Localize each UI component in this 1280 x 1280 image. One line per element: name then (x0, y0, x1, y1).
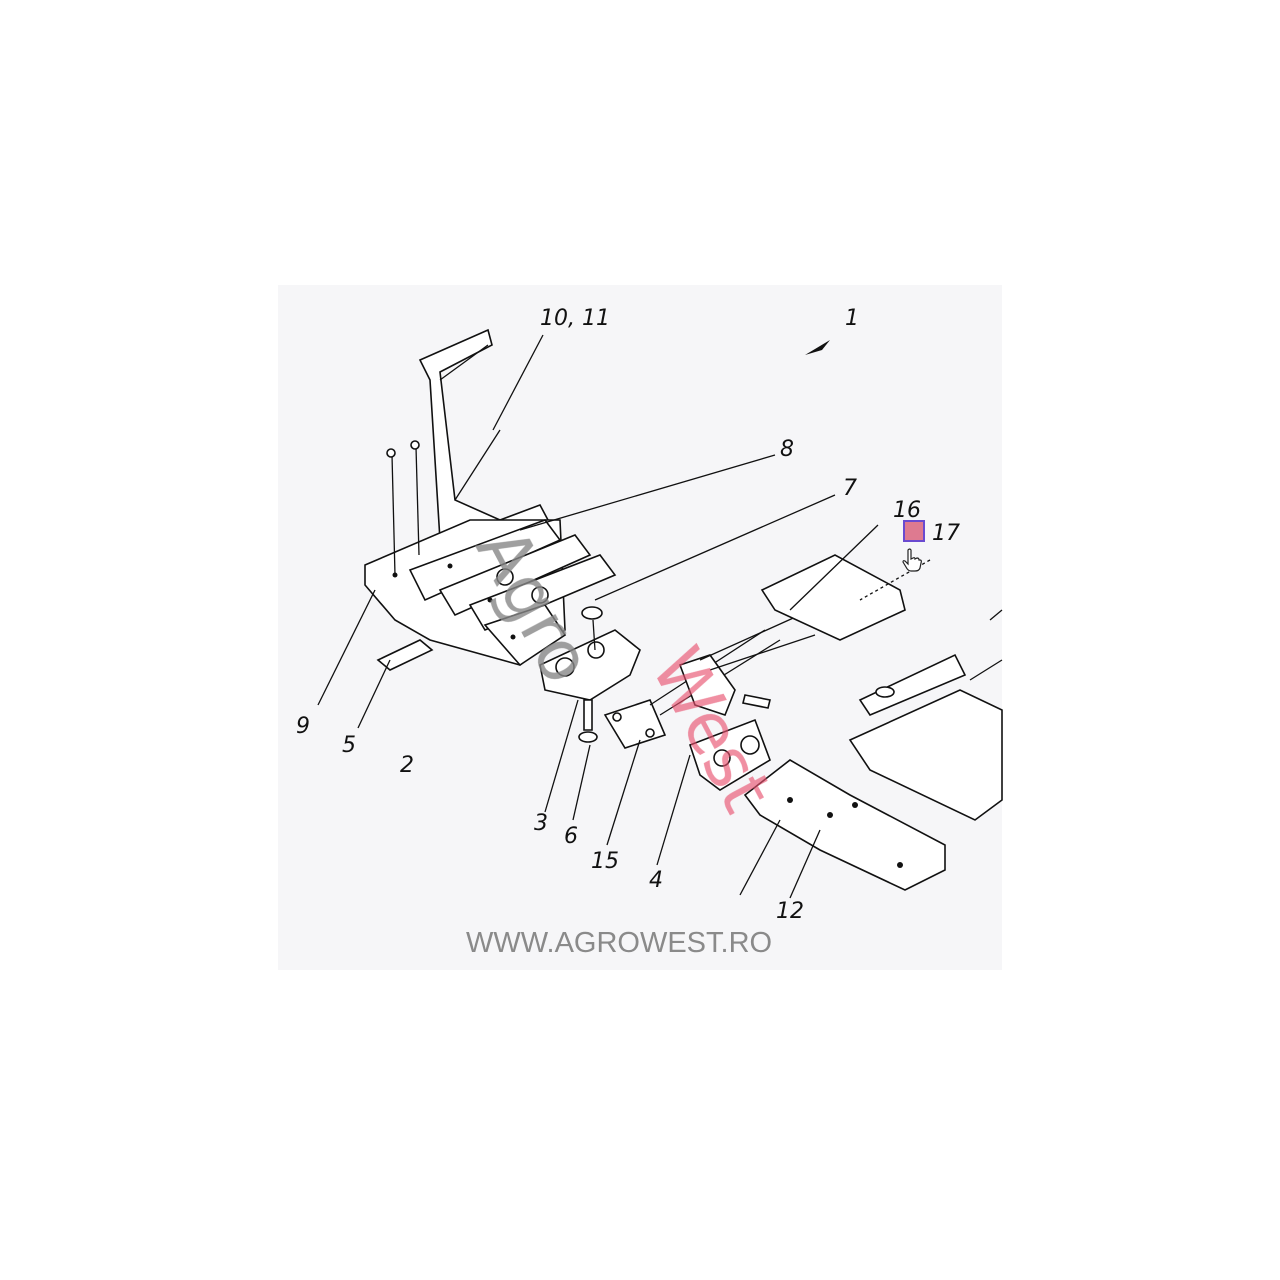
arrow-icon (805, 340, 830, 355)
part-label-8[interactable]: 8 (780, 437, 794, 462)
part-label-17[interactable]: 17 (932, 521, 960, 546)
part-label-4[interactable]: 4 (649, 868, 663, 893)
hotspot-part-17[interactable] (903, 520, 925, 542)
part-label-3[interactable]: 3 (534, 811, 548, 836)
part-label-10-11[interactable]: 10, 11 (540, 306, 610, 331)
finger-tine-drawing (418, 328, 550, 556)
left-bar-assembly (364, 440, 617, 671)
right-bar-assembly (688, 609, 1003, 891)
part-label-9[interactable]: 9 (296, 714, 310, 739)
part-label-16[interactable]: 16 (893, 498, 921, 523)
part-label-12[interactable]: 12 (776, 899, 804, 924)
watermark-url: WWW.AGROWEST.RO (466, 927, 772, 959)
part-label-15[interactable]: 15 (591, 849, 619, 874)
part-label-1[interactable]: 1 (845, 306, 859, 331)
part-label-7[interactable]: 7 (843, 476, 857, 501)
part-label-5[interactable]: 5 (342, 733, 356, 758)
leader-lines (317, 334, 931, 899)
center-clamp-assembly (539, 554, 906, 749)
part-label-2[interactable]: 2 (400, 753, 414, 778)
part-label-6[interactable]: 6 (564, 824, 578, 849)
